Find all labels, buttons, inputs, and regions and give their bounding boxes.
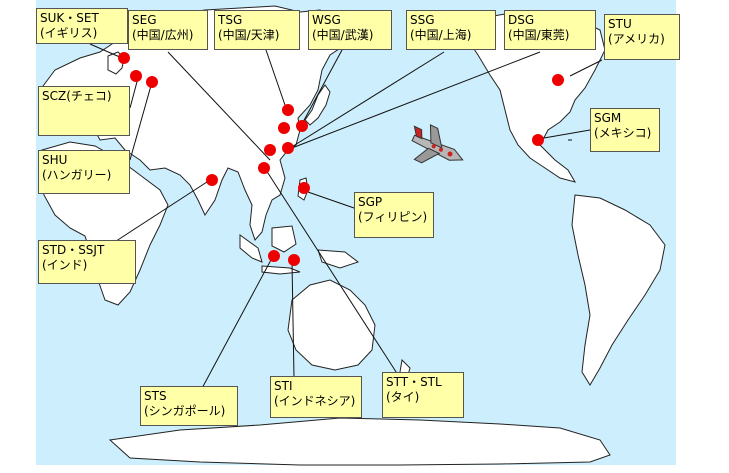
label-std-code: STD・SSJT — [42, 243, 105, 257]
label-ssg-code: SSG — [410, 13, 435, 27]
marker-uk[interactable] — [118, 52, 130, 64]
label-stu-code: STU — [608, 17, 632, 31]
marker-singapore[interactable] — [268, 250, 280, 262]
label-stt-code: STT・STL — [386, 375, 442, 389]
label-sgp: SGP (フィリピン) — [354, 192, 434, 238]
label-suk-country: (イギリス) — [40, 26, 98, 40]
label-sts-country: (シンガポール) — [144, 404, 226, 418]
land-antarctica — [108, 417, 611, 466]
marker-usa[interactable] — [552, 74, 564, 86]
label-wsg-code: WSG — [312, 13, 341, 27]
label-tsg-country: (中国/天津) — [218, 28, 280, 42]
label-sts-code: STS — [144, 389, 167, 403]
marker-czech[interactable] — [130, 70, 142, 82]
label-scz-code: SCZ(チェコ) — [42, 89, 112, 103]
marker-shanghai[interactable] — [296, 120, 308, 132]
label-sgp-country: (フィリピン) — [358, 210, 428, 224]
marker-dongguan[interactable] — [282, 142, 294, 154]
land-south-america — [571, 194, 666, 386]
location-markers — [118, 52, 564, 266]
label-stu-country: (アメリカ) — [608, 32, 665, 46]
airplane-icon — [411, 124, 464, 164]
land-new-guinea — [317, 249, 360, 269]
label-suk-code: SUK・SET — [40, 11, 99, 25]
marker-thailand[interactable] — [258, 162, 270, 174]
label-sgm: SGM (メキシコ) — [590, 108, 660, 152]
marker-wuhan[interactable] — [278, 122, 290, 134]
marker-hungary[interactable] — [146, 76, 158, 88]
land-sumatra — [239, 234, 263, 263]
label-seg: SEG (中国/広州) — [128, 10, 208, 50]
label-dsg: DSG (中国/東莞) — [504, 10, 596, 50]
land-australia — [287, 279, 376, 371]
label-std-country: (インド) — [42, 258, 88, 272]
label-dsg-country: (中国/東莞) — [508, 28, 570, 42]
label-suk: SUK・SET (イギリス) — [36, 8, 128, 44]
label-sgm-country: (メキシコ) — [594, 126, 652, 140]
marker-india[interactable] — [206, 174, 218, 186]
label-dsg-code: DSG — [508, 13, 535, 27]
label-shu-code: SHU — [42, 153, 68, 167]
label-stu: STU (アメリカ) — [604, 14, 680, 60]
label-sts: STS (シンガポール) — [140, 386, 238, 426]
marker-philippines[interactable] — [298, 182, 310, 194]
marker-indonesia[interactable] — [288, 254, 300, 266]
label-sti-code: STI — [274, 379, 293, 393]
label-std: STD・SSJT (インド) — [38, 240, 136, 284]
marker-tianjin[interactable] — [282, 104, 294, 116]
label-tsg: TSG (中国/天津) — [214, 10, 300, 50]
label-scz: SCZ(チェコ) — [38, 86, 130, 136]
label-seg-country: (中国/広州) — [132, 28, 194, 42]
label-stt: STT・STL (タイ) — [382, 372, 464, 418]
label-wsg-country: (中国/武漢) — [312, 28, 374, 42]
label-ssg-country: (中国/上海) — [410, 28, 472, 42]
label-seg-code: SEG — [132, 13, 157, 27]
land-java — [261, 265, 301, 275]
label-sti-country: (インドネシア) — [274, 394, 356, 408]
label-stt-country: (タイ) — [386, 390, 420, 404]
label-wsg: WSG (中国/武漢) — [308, 10, 392, 50]
label-sgm-code: SGM — [594, 111, 622, 125]
marker-mexico[interactable] — [532, 134, 544, 146]
land-north-america — [467, 11, 606, 183]
land-borneo — [271, 225, 297, 253]
label-shu: SHU (ハンガリー) — [38, 150, 130, 194]
label-shu-country: (ハンガリー) — [42, 168, 112, 182]
label-ssg: SSG (中国/上海) — [406, 10, 496, 50]
label-sgp-code: SGP — [358, 195, 383, 209]
label-sti: STI (インドネシア) — [270, 376, 362, 418]
land-japan — [304, 84, 331, 126]
connector-lines — [89, 43, 603, 393]
marker-guangzhou[interactable] — [264, 144, 276, 156]
label-tsg-code: TSG — [218, 13, 243, 27]
